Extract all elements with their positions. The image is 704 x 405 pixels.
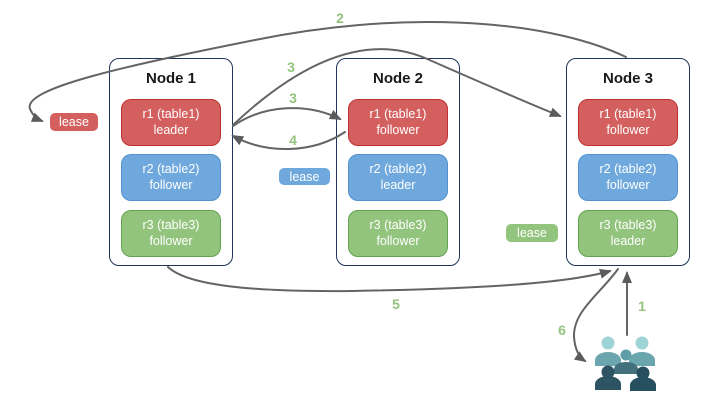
replica-role: follower [606, 122, 650, 137]
node-2: Node 2 r1 (table1) follower r2 (table2) … [336, 58, 460, 266]
node-3-title: Node 3 [602, 70, 653, 87]
replica-role: follower [376, 122, 420, 137]
replica-name: r1 (table1) [599, 106, 657, 121]
users-group-icon [595, 336, 656, 391]
arrow-3-node1-to-node2 [232, 107, 342, 127]
node-1: Node 1 r1 (table1) leader r2 (table2) fo… [109, 58, 233, 266]
arrow-label-3-lower: 3 [289, 90, 297, 106]
node-1-replica-r2: r2 (table2) follower [121, 154, 221, 201]
replica-name: r3 (table3) [369, 217, 427, 232]
arrow-label-5: 5 [392, 296, 400, 312]
node-1-title: Node 1 [145, 70, 196, 87]
arrow-label-4: 4 [289, 132, 297, 148]
replica-name: r2 (table2) [599, 161, 657, 176]
lease-badge-table3: lease [505, 223, 559, 243]
replica-name: r2 (table2) [369, 161, 427, 176]
arrow-5-node1-to-node3 [167, 266, 612, 293]
node-2-replica-r3: r3 (table3) follower [348, 210, 448, 257]
replica-name: r1 (table1) [369, 106, 427, 121]
replica-role: follower [149, 233, 193, 248]
arrow-label-1: 1 [638, 298, 646, 314]
arrow-label-2: 2 [336, 10, 344, 26]
replica-role: leader [153, 122, 189, 137]
node-2-title: Node 2 [372, 70, 423, 87]
node-2-replica-r1: r1 (table1) follower [348, 99, 448, 146]
replica-name: r2 (table2) [142, 161, 200, 176]
lease-badge-table1: lease [49, 112, 99, 132]
arrow-label-6: 6 [558, 322, 566, 338]
replica-name: r3 (table3) [142, 217, 200, 232]
node-1-replica-r1: r1 (table1) leader [121, 99, 221, 146]
replica-role: follower [149, 177, 193, 192]
node-3-replica-r2: r2 (table2) follower [578, 154, 678, 201]
arrow-label-3-upper: 3 [287, 59, 295, 75]
replica-role: leader [380, 177, 416, 192]
replica-role: follower [606, 177, 650, 192]
node-2-replica-r2: r2 (table2) leader [348, 154, 448, 201]
node-1-replica-r3: r3 (table3) follower [121, 210, 221, 257]
node-3-replica-r3: r3 (table3) leader [578, 210, 678, 257]
replica-name: r1 (table1) [142, 106, 200, 121]
node-3: Node 3 r1 (table1) follower r2 (table2) … [566, 58, 690, 266]
lease-badge-table2: lease [278, 167, 331, 186]
node-3-replica-r1: r1 (table1) follower [578, 99, 678, 146]
replica-role: follower [376, 233, 420, 248]
replica-role: leader [610, 233, 646, 248]
replica-name: r3 (table3) [599, 217, 657, 232]
